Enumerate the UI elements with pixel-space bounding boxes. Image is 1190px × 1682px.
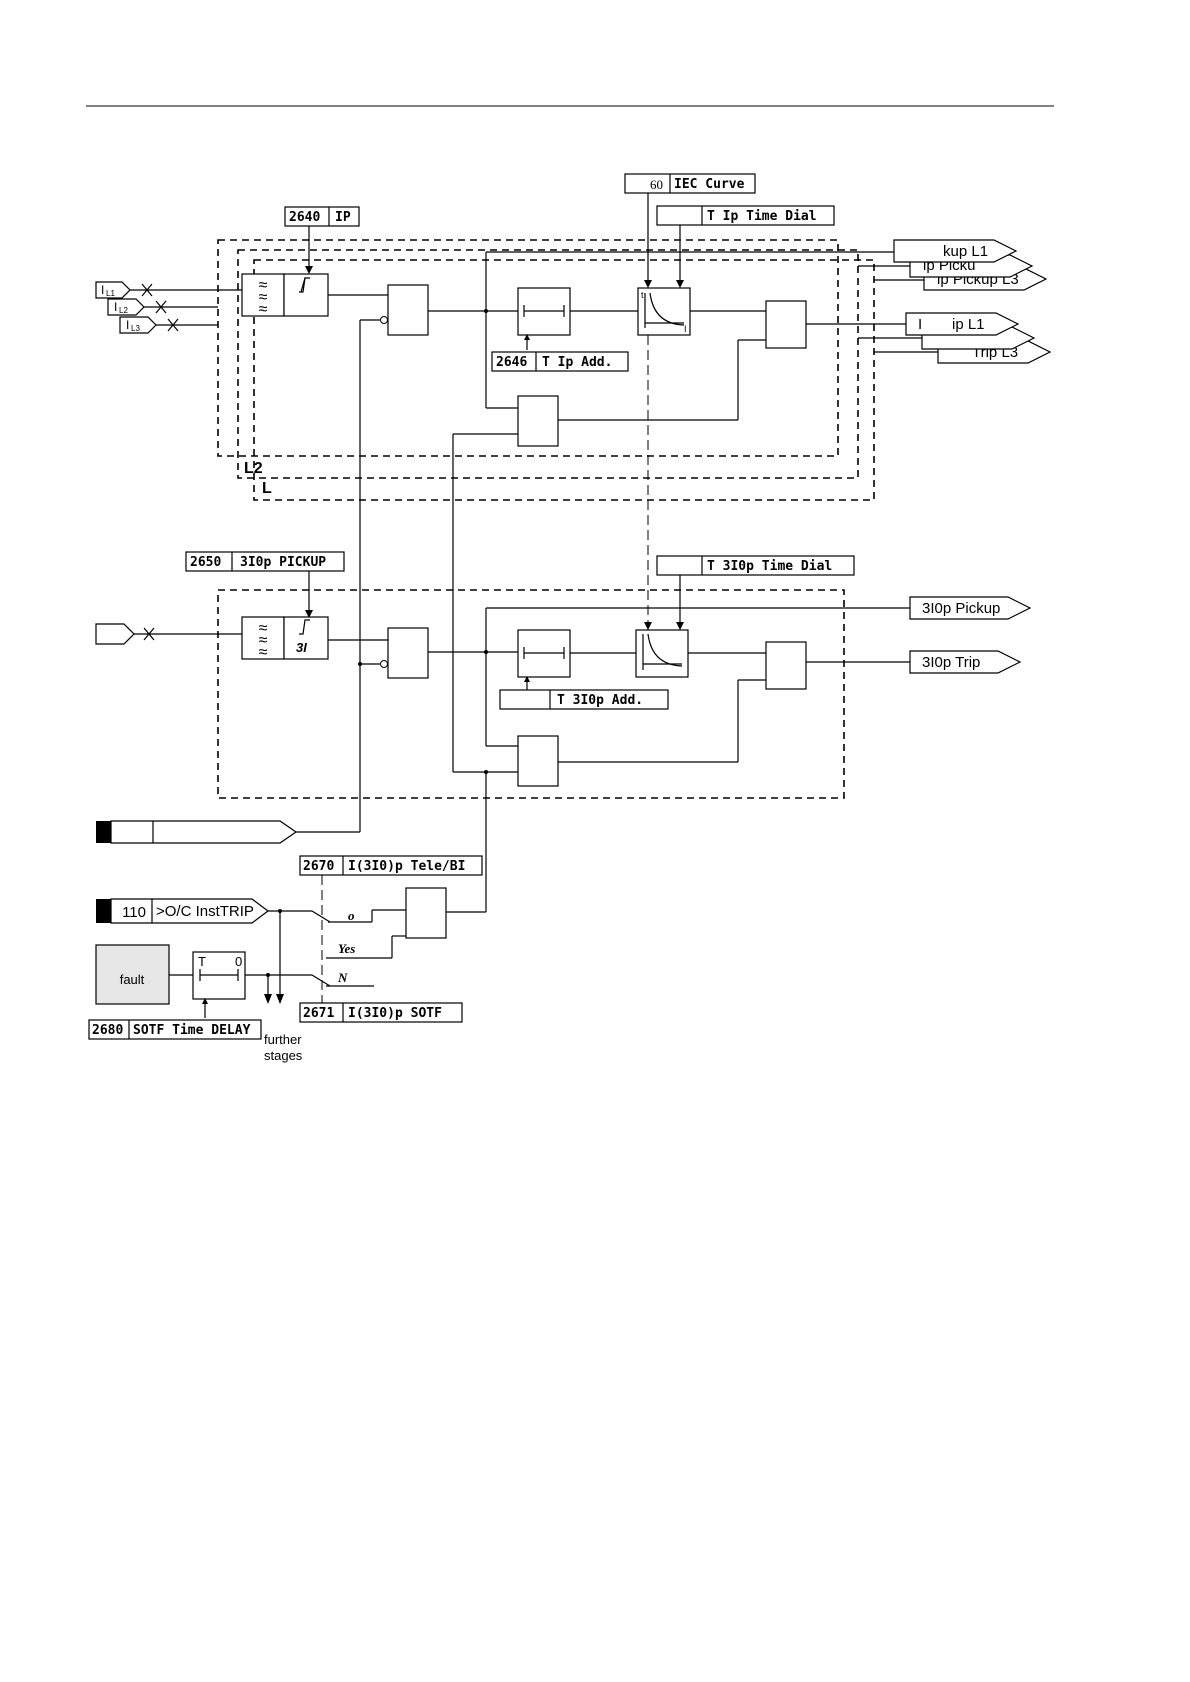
param-ip-label: IP (335, 210, 351, 225)
param-t-3i0p-time-dial (656, 555, 855, 576)
svg-text:110: 110 (122, 904, 146, 921)
param-t-ip-time-dial-label: T Ip Time Dial (707, 209, 817, 224)
frame-l3-label: L (262, 480, 272, 497)
and-gate-phase-1 (387, 284, 429, 336)
param-sotf-delay-num: 2680 (92, 1023, 123, 1038)
input-earth (95, 623, 135, 645)
timer-t-label: T (198, 954, 206, 969)
param-iec-curve-label: IEC Curve (674, 177, 745, 192)
svg-text:I: I (101, 283, 104, 297)
timer-0-label: 0 (235, 954, 242, 969)
svg-text:L3: L3 (131, 324, 140, 333)
svg-text:≈: ≈ (259, 277, 268, 294)
param-sotf-delay-label: SOTF Time DELAY (133, 1023, 251, 1038)
param-ip-num: 2640 (289, 210, 320, 225)
frame-l2-label: L2 (244, 460, 263, 477)
svg-text:≈: ≈ (259, 632, 268, 649)
param-sotf-num: 2671 (303, 1006, 334, 1021)
curve-t-label: t (641, 290, 644, 300)
svg-text:L1: L1 (106, 289, 115, 298)
stages-label: stages (264, 1048, 303, 1063)
svg-text:I: I (126, 318, 129, 332)
param-sotf-label: I(3I0)p SOTF (348, 1006, 442, 1021)
switch-o-label: o (348, 908, 355, 923)
param-t-3i0p-add-label: T 3I0p Add. (557, 693, 643, 708)
output-trip-l1[interactable]: I ip L1 (905, 312, 1020, 336)
output-pickup-l1[interactable]: kup L1 (893, 239, 1018, 263)
inverse-curve-phase (637, 287, 691, 336)
param-t-ip-add-num: 2646 (496, 355, 527, 370)
param-tele-bi-label: I(3I0)p Tele/BI (348, 859, 465, 874)
frame-l3 (253, 259, 875, 501)
svg-text:kup L1: kup L1 (943, 243, 988, 260)
svg-text:≈: ≈ (259, 289, 268, 306)
param-sotf (299, 1002, 463, 1023)
frame-l1 (217, 239, 839, 457)
param-3i0p-pickup-num: 2650 (190, 555, 221, 570)
curve-i-label: I (684, 324, 687, 334)
svg-text:3I0p Pickup: 3I0p Pickup (922, 600, 1000, 617)
svg-text:≈: ≈ (259, 301, 268, 318)
and-gate-phase-2 (517, 395, 559, 447)
svg-text:ip L1: ip L1 (952, 316, 985, 333)
svg-text:>O/C InstTRIP: >O/C InstTRIP (156, 903, 254, 920)
param-iec-curve-num: 60 (650, 177, 663, 192)
svg-text:≈: ≈ (259, 644, 268, 661)
input-oc-insttrip: 110 >O/C InstTRIP (96, 898, 269, 924)
param-tele-bi (299, 855, 483, 876)
param-t-3i0p-time-dial-label: T 3I0p Time Dial (707, 559, 832, 574)
param-t-ip-add-label: T Ip Add. (542, 355, 612, 370)
param-t-3i0p-add (499, 689, 669, 710)
further-label: further (264, 1032, 302, 1047)
frame-earth (217, 589, 845, 799)
and-gate-earth-2 (517, 735, 559, 787)
threshold-3i-label: 3I (296, 640, 307, 655)
output-3i0p-pickup[interactable]: 3I0p Pickup (909, 596, 1032, 620)
or-gate-final (405, 887, 447, 939)
svg-text:L2: L2 (119, 306, 128, 315)
input-il2: I L2 (107, 298, 145, 316)
svg-text:I: I (918, 316, 922, 333)
filter-block-earth (241, 616, 285, 660)
threshold-block-phase (283, 273, 329, 317)
inverse-curve-earth (635, 629, 689, 678)
switch-yes-label: Yes (338, 941, 355, 956)
svg-text:I: I (114, 300, 117, 314)
param-t-ip-add (491, 351, 629, 372)
param-t-ip-time-dial (656, 205, 835, 226)
or-gate-phase (765, 300, 807, 349)
threshold-block-earth (283, 616, 329, 660)
svg-text:3I0p Trip: 3I0p Trip (922, 654, 980, 671)
frame-l2 (237, 249, 859, 479)
fault-label: fault (120, 972, 145, 987)
param-sotf-delay (88, 1019, 262, 1040)
param-3i0p-pickup-label: 3I0p PICKUP (240, 555, 326, 570)
output-3i0p-trip[interactable]: 3I0p Trip (909, 650, 1022, 674)
cross-marks-phase (141, 283, 179, 332)
input-il1: I L1 (95, 281, 131, 299)
svg-text:≈: ≈ (259, 620, 268, 637)
param-3i0p-pickup (185, 551, 345, 572)
switch-n-label: N (337, 970, 348, 985)
and-gate-earth-1 (387, 627, 429, 679)
param-iec-curve (624, 173, 756, 194)
or-gate-earth (765, 641, 807, 690)
input-blocking (96, 820, 298, 844)
param-ip (284, 206, 360, 227)
input-il3: I L3 (119, 316, 157, 334)
param-tele-bi-num: 2670 (303, 859, 334, 874)
